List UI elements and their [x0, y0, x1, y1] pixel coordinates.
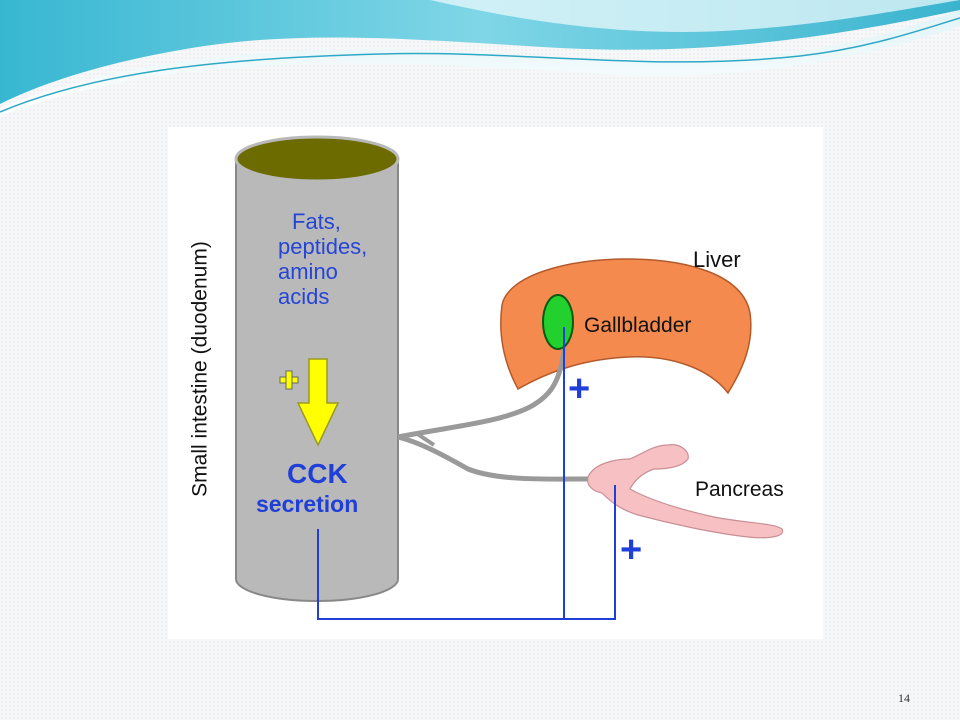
gallbladder-label: Gallbladder: [584, 314, 692, 337]
stimulus-plus-icon: [279, 370, 299, 390]
pancreas-stimulation-plus: +: [620, 529, 643, 571]
stimuli-label: Fats, peptides, amino acids: [278, 209, 367, 309]
intestine-top-opening: [234, 135, 400, 183]
liver-label: Liver: [693, 247, 741, 272]
stimulus-fats: Fats,: [292, 209, 341, 234]
stimulus-acids: acids: [278, 284, 330, 309]
diagram-graphics: [234, 135, 784, 620]
stimulation-arrow: [296, 358, 340, 447]
cck-diagram: Small intestine (duodenum) Fats, peptide…: [168, 127, 823, 639]
bile-duct: [397, 348, 567, 440]
pancreas-shape: [587, 444, 784, 539]
secretion-label: secretion: [256, 491, 359, 517]
header-wave-decoration: [0, 0, 960, 116]
cck-label: CCK: [287, 458, 348, 489]
pancreas-label: Pancreas: [695, 478, 784, 501]
intestine-label: Small intestine (duodenum): [188, 241, 212, 497]
pancreatic-duct: [397, 434, 589, 482]
page-number: 14: [898, 691, 910, 705]
stimulus-amino: amino: [278, 259, 338, 284]
gallbladder-stimulation-plus: +: [568, 368, 591, 410]
stimulus-peptides: peptides,: [278, 234, 368, 259]
gallbladder-shape: [542, 294, 574, 350]
cck-signal-line: [317, 485, 616, 620]
